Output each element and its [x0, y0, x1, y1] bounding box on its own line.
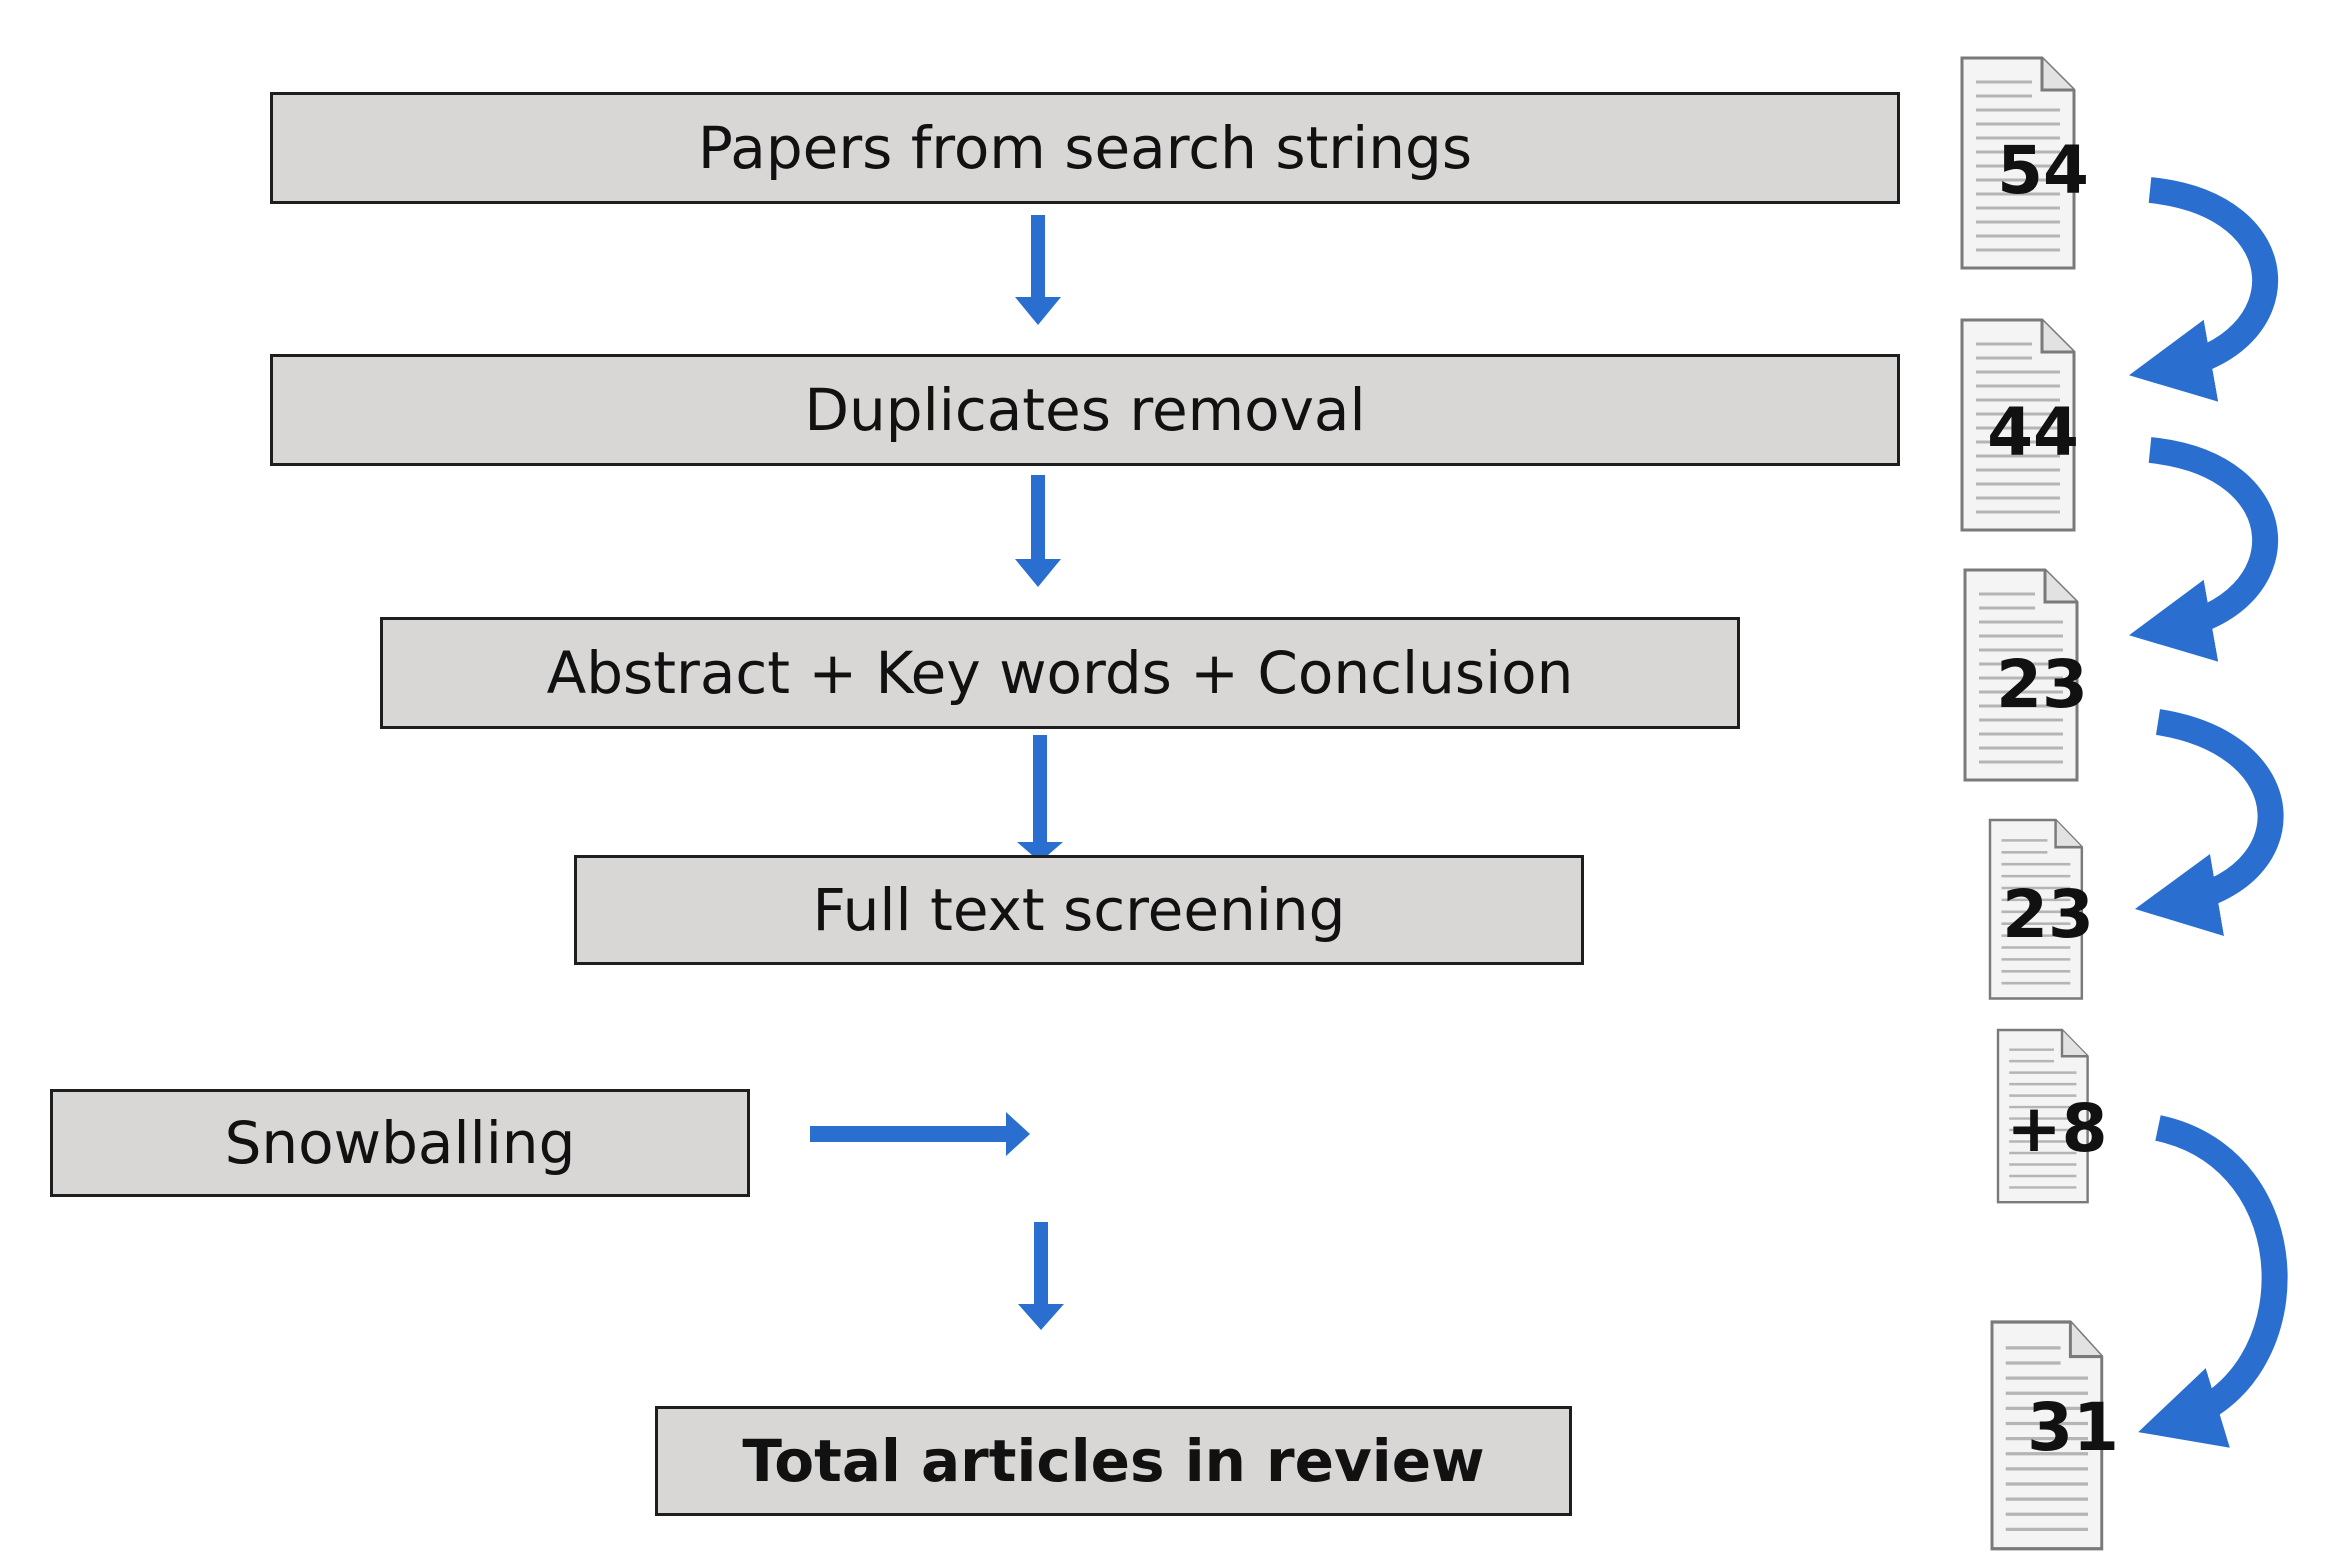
step-abstract-keywords-conclusion: Abstract + Key words + Conclusion — [380, 617, 1740, 729]
step-total-articles: Total articles in review — [655, 1406, 1572, 1516]
step-duplicates-removal: Duplicates removal — [270, 354, 1900, 466]
count-search-strings: 54 — [1997, 132, 2089, 209]
right-arrow-icon — [810, 1112, 1030, 1156]
step-label: Abstract + Key words + Conclusion — [546, 639, 1574, 707]
step-label: Duplicates removal — [804, 376, 1366, 444]
step-label: Snowballing — [224, 1109, 576, 1177]
curved-arrow-icon — [2129, 437, 2279, 662]
down-arrow-icon — [1018, 1222, 1064, 1330]
curved-arrow-icon — [2129, 177, 2279, 402]
step-snowballing: Snowballing — [50, 1089, 750, 1197]
step-label: Total articles in review — [742, 1427, 1485, 1495]
curved-arrow-icon — [2134, 709, 2284, 936]
step-search-strings: Papers from search strings — [270, 92, 1900, 204]
down-arrow-icon — [1015, 475, 1061, 587]
count-full-text-screening: 23 — [2002, 876, 2094, 953]
down-arrow-icon — [1015, 215, 1061, 325]
step-label: Papers from search strings — [697, 114, 1473, 182]
step-label: Full text screening — [812, 876, 1346, 944]
step-full-text-screening: Full text screening — [574, 855, 1584, 965]
down-arrow-icon — [1017, 735, 1063, 862]
count-total-articles: 31 — [2027, 1389, 2119, 1466]
count-snowballing: +8 — [2006, 1090, 2108, 1167]
curved-arrow-icon — [2138, 1115, 2288, 1448]
count-duplicates-removal: 44 — [1987, 394, 2079, 471]
count-abstract-screening: 23 — [1996, 646, 2088, 723]
